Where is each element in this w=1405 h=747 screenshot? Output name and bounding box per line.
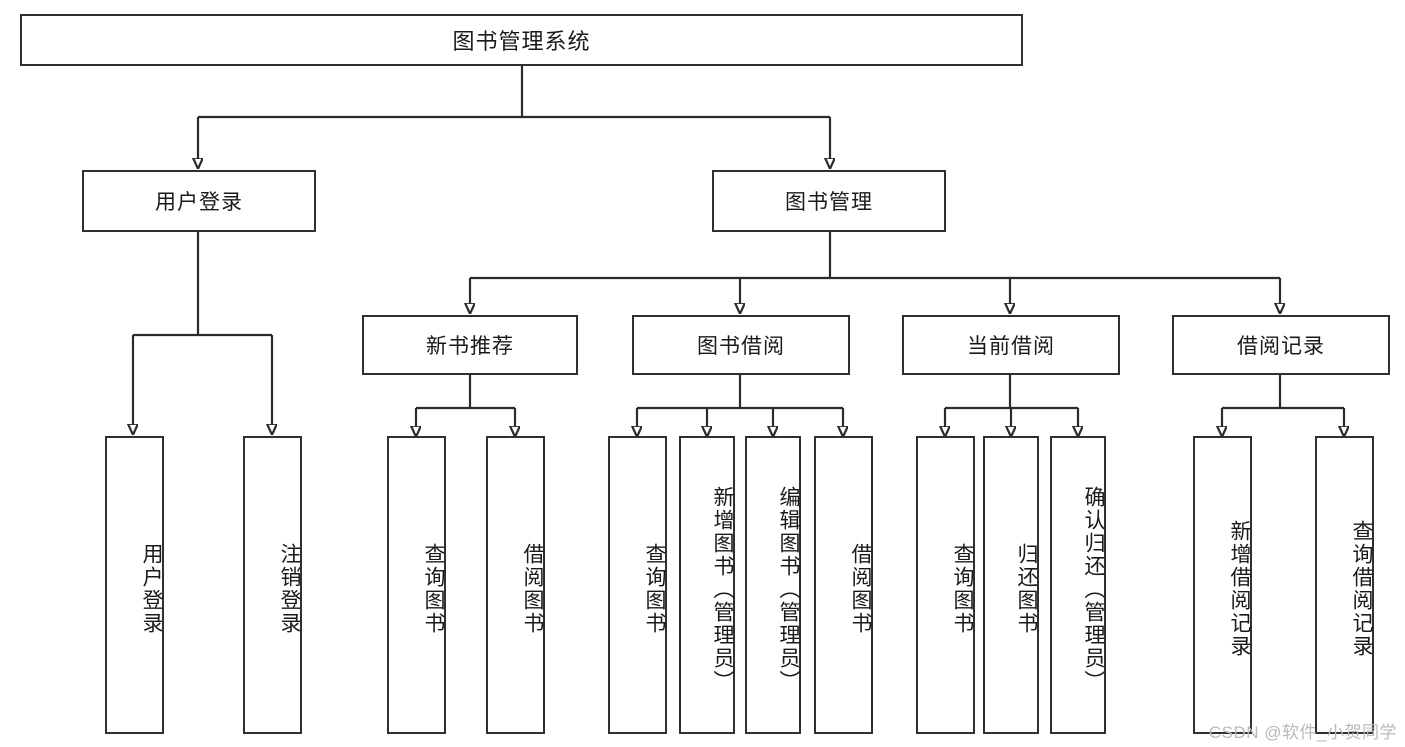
leaf-user-login[interactable]: 用户登录	[105, 436, 164, 734]
leaf-confirm-return-admin[interactable]: 确认归还（管理员）	[1050, 436, 1106, 734]
edge-current-to-leaves	[945, 375, 1078, 427]
edge-root-to-level2	[198, 66, 830, 159]
leaf-add-borrow-record[interactable]: 新增借阅记录	[1193, 436, 1252, 734]
leaf-query-book-current[interactable]: 查询图书	[916, 436, 975, 734]
leaf-query-book-borrow[interactable]: 查询图书	[608, 436, 667, 734]
edge-borrow-to-leaves	[637, 375, 843, 427]
edge-bookmgmt-to-level3	[470, 232, 1280, 304]
node-new-book-recommend[interactable]: 新书推荐	[362, 315, 578, 375]
leaf-logout[interactable]: 注销登录	[243, 436, 302, 734]
leaf-query-book-newbook[interactable]: 查询图书	[387, 436, 446, 734]
node-user-login[interactable]: 用户登录	[82, 170, 316, 232]
leaf-borrow-book-newbook[interactable]: 借阅图书	[486, 436, 545, 734]
node-book-management[interactable]: 图书管理	[712, 170, 946, 232]
node-borrow-record[interactable]: 借阅记录	[1172, 315, 1390, 375]
node-book-borrow[interactable]: 图书借阅	[632, 315, 850, 375]
leaf-query-borrow-record[interactable]: 查询借阅记录	[1315, 436, 1374, 734]
leaf-edit-book-admin[interactable]: 编辑图书（管理员）	[745, 436, 801, 734]
leaf-borrow-book[interactable]: 借阅图书	[814, 436, 873, 734]
edge-record-to-leaves	[1222, 375, 1344, 427]
watermark-text: CSDN @软件_小贺同学	[1208, 723, 1397, 742]
node-root-system[interactable]: 图书管理系统	[20, 14, 1023, 66]
node-current-borrow[interactable]: 当前借阅	[902, 315, 1120, 375]
edge-userlogin-to-leaves	[133, 232, 272, 425]
leaf-return-book[interactable]: 归还图书	[983, 436, 1039, 734]
edge-newbook-to-leaves	[416, 375, 515, 427]
leaf-add-book-admin[interactable]: 新增图书（管理员）	[679, 436, 735, 734]
